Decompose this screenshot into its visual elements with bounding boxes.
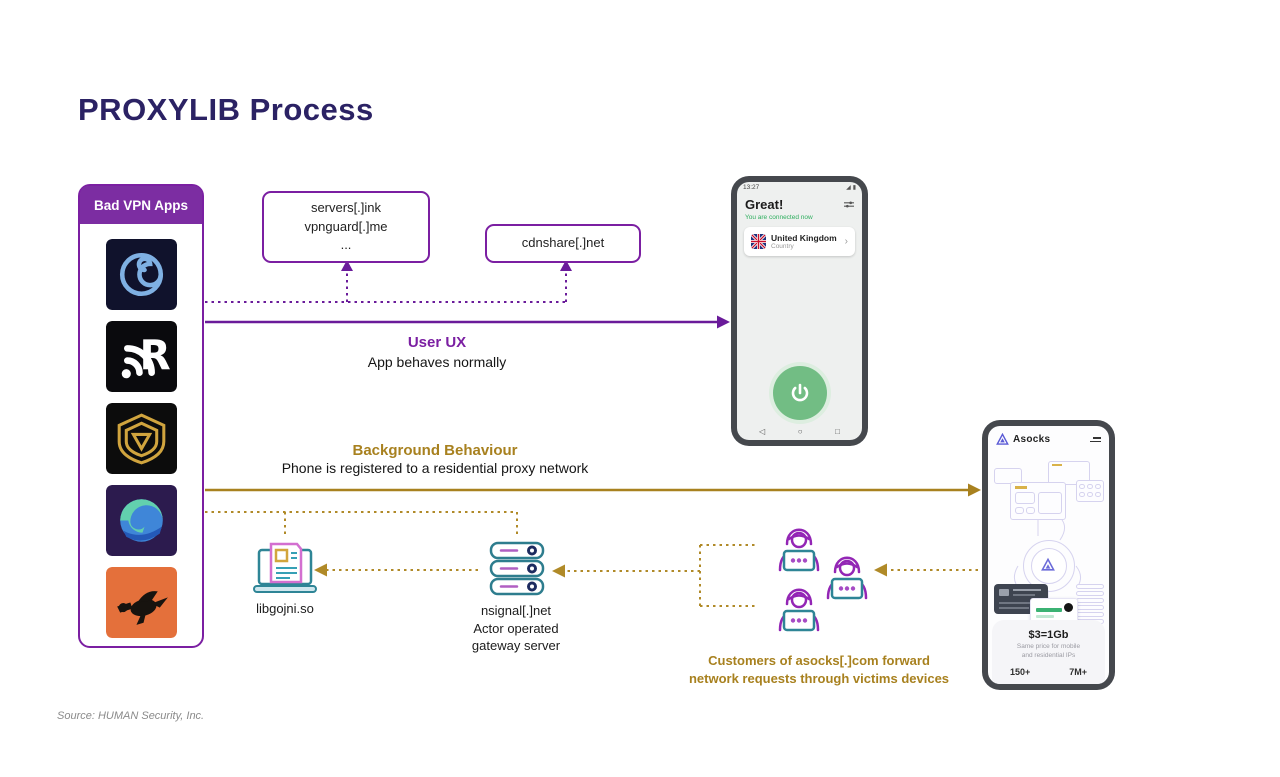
status-bar: 13:27 ◢▮ [737, 182, 862, 191]
asocks-screen: Asocks [988, 426, 1109, 684]
filter-icon[interactable] [844, 200, 854, 209]
illus-outer-circle [1023, 540, 1075, 592]
source-note: Source: HUMAN Security, Inc. [57, 710, 205, 722]
customer-icon [821, 544, 873, 602]
nav-recent-icon[interactable]: □ [835, 427, 840, 436]
domain-box-servers: servers[.]ink vpnguard[.]me ... [262, 191, 430, 263]
svg-text:R: R [139, 332, 170, 380]
country-row[interactable]: United Kingdom Country › [744, 227, 855, 256]
illus-logo-icon [1041, 557, 1055, 571]
gateway-label-line: Actor operated [473, 620, 559, 636]
background-behaviour-title: Background Behaviour [352, 442, 518, 459]
asocks-illustration [988, 456, 1109, 628]
orange-bird-app-icon [105, 567, 177, 638]
domain-line: servers[.]ink [310, 199, 382, 215]
gateway-server-icon [488, 540, 546, 598]
android-navbar: ◁ ○ □ [737, 427, 862, 436]
domain-box-cdnshare: cdnshare[.]net [485, 224, 641, 263]
battery-icon: ▮ [852, 185, 856, 191]
customer-icon [773, 516, 825, 574]
asocks-logo-icon [996, 433, 1009, 445]
gateway-label-line: nsignal[.]net [480, 603, 552, 618]
blue-spiral-app-icon [105, 239, 177, 310]
connection-status: You are connected now [745, 214, 813, 221]
user-ux-subtitle: App behaves normally [367, 354, 507, 370]
status-icons: ◢▮ [846, 184, 856, 191]
domain-line: ... [340, 237, 352, 253]
nav-back-icon[interactable]: ◁ [759, 427, 766, 436]
uk-flag-icon [751, 234, 766, 249]
user-ux-title: User UX [407, 334, 467, 351]
gold-shield-app-icon [105, 403, 177, 474]
bad-vpn-apps-panel: Bad VPN Apps R [78, 184, 204, 648]
illus-window [994, 468, 1022, 484]
bad-vpn-apps-list: R [80, 224, 202, 638]
wifi-icon: ◢ [846, 185, 851, 191]
illus-grid [1076, 480, 1104, 502]
stat-right: 7M+ [1069, 666, 1087, 677]
domain-line: vpnguard[.]me [304, 218, 388, 234]
customers-caption: Customers of asocks[.]com forward networ… [644, 652, 994, 687]
price-headline: $3=1Gb [1028, 629, 1069, 641]
customers-caption-line: network requests through victims devices [688, 670, 950, 686]
gateway-label-line: gateway server [471, 638, 561, 654]
white-r-signal-app-icon: R [105, 321, 177, 392]
library-file-icon [252, 538, 318, 598]
background-behaviour-subtitle: Phone is registered to a residential pro… [281, 460, 589, 476]
menu-icon[interactable] [1090, 437, 1101, 442]
price-note-line: Same price for mobile [1016, 643, 1081, 650]
gateway-label: nsignal[.]net Actor operated gateway ser… [446, 602, 586, 655]
power-icon [791, 383, 808, 402]
asocks-footer: $3=1Gb Same price for mobile and residen… [992, 620, 1105, 684]
country-name: United Kingdom [771, 233, 837, 243]
vpn-headline: Great! [745, 197, 784, 212]
chevron-right-icon: › [844, 235, 848, 247]
page-title: PROXYLIB Process [78, 92, 374, 127]
status-time: 13:27 [743, 184, 760, 191]
price-note-line: and residential IPs [1021, 651, 1076, 659]
country-sub: Country [771, 243, 794, 250]
illus-inner-circle [1031, 548, 1067, 584]
vpn-app-phone: 13:27 ◢▮ Great! You are connected now [731, 176, 868, 446]
illus-window [1010, 482, 1066, 520]
asocks-phone: Asocks [982, 420, 1115, 690]
library-label: libgojni.so [256, 601, 314, 616]
illustration-links [1013, 519, 1082, 602]
nav-home-icon[interactable]: ○ [797, 427, 803, 436]
bad-vpn-apps-header: Bad VPN Apps [80, 186, 202, 224]
asocks-brand: Asocks [1013, 434, 1051, 445]
vpn-app-screen: 13:27 ◢▮ Great! You are connected now [737, 182, 862, 440]
customer-icon [773, 576, 825, 634]
customers-caption-line: Customers of asocks[.]com forward [708, 653, 930, 668]
power-button[interactable] [772, 366, 827, 420]
stat-left: 150+ [1010, 666, 1031, 677]
domain-line: cdnshare[.]net [521, 235, 605, 251]
price-note: Same price for mobile and residential IP… [992, 643, 1105, 661]
ocean-wave-app-icon [105, 485, 177, 556]
